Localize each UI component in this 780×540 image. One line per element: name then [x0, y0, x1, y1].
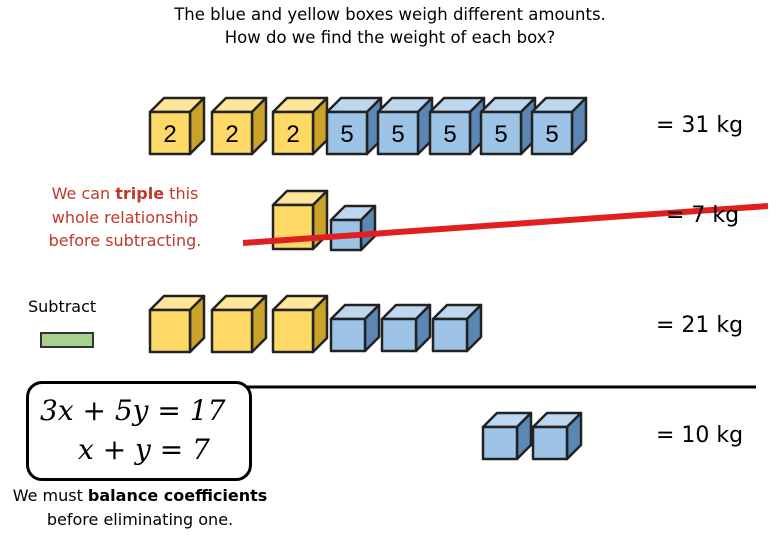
- yellow-box: 2: [271, 96, 329, 156]
- blue-box: [531, 411, 583, 461]
- blue-box: 5: [376, 96, 434, 156]
- blue-box: [481, 411, 533, 461]
- cube-weight-label: 5: [391, 121, 404, 148]
- yellow-box: [271, 294, 329, 354]
- cube-weight-label: 5: [340, 121, 353, 148]
- triple-note-bold: triple: [115, 184, 165, 203]
- equation-1: 3x + 5y = 17: [40, 394, 226, 427]
- blue-box: 5: [479, 96, 537, 156]
- title-line-1: The blue and yellow boxes weigh differen…: [174, 5, 606, 24]
- subtract-bar: [40, 332, 94, 348]
- blue-box: [329, 303, 381, 353]
- balance-note-bold: balance coefficients: [87, 486, 268, 505]
- row-4-result: = 10 kg: [656, 423, 744, 448]
- cube-weight-label: 2: [225, 121, 238, 148]
- title-line-2: How do we find the weight of each box?: [224, 28, 556, 47]
- cube-weight-label: 2: [163, 121, 176, 148]
- blue-box: 5: [325, 96, 383, 156]
- yellow-box: 2: [148, 96, 206, 156]
- row-3-result: = 21 kg: [656, 313, 744, 338]
- equations-box: [26, 381, 252, 481]
- cube-layer: 2 2 2 5 5 5 5 5: [148, 96, 588, 461]
- row-1-result: = 31 kg: [656, 113, 744, 138]
- triple-note-pre: We can: [51, 184, 116, 203]
- balance-note: We must balance coefficients before elim…: [10, 484, 270, 531]
- yellow-box: [148, 294, 206, 354]
- triple-note-post: this whole relationship before subtracti…: [48, 184, 202, 250]
- blue-box: [380, 303, 432, 353]
- balance-note-pre: We must: [12, 486, 88, 505]
- yellow-box: [210, 294, 268, 354]
- balance-note-post: before eliminating one.: [46, 509, 234, 529]
- strike-through-line: [242, 203, 769, 246]
- cube-weight-label: 5: [494, 121, 507, 148]
- row-2-result: = 7 kg: [666, 203, 740, 228]
- equation-2: x + y = 7: [78, 433, 210, 466]
- blue-box: 5: [530, 96, 588, 156]
- yellow-box: 2: [210, 96, 268, 156]
- cube-weight-label: 5: [545, 121, 558, 148]
- title: The blue and yellow boxes weigh differen…: [90, 3, 690, 49]
- blue-box: 5: [428, 96, 486, 156]
- triple-note: We can triple this whole relationship be…: [30, 182, 220, 253]
- cube-weight-label: 2: [286, 121, 299, 148]
- cube-weight-label: 5: [443, 121, 456, 148]
- blue-box: [431, 303, 483, 353]
- subtract-label: Subtract: [28, 297, 97, 316]
- blue-box: [329, 204, 377, 252]
